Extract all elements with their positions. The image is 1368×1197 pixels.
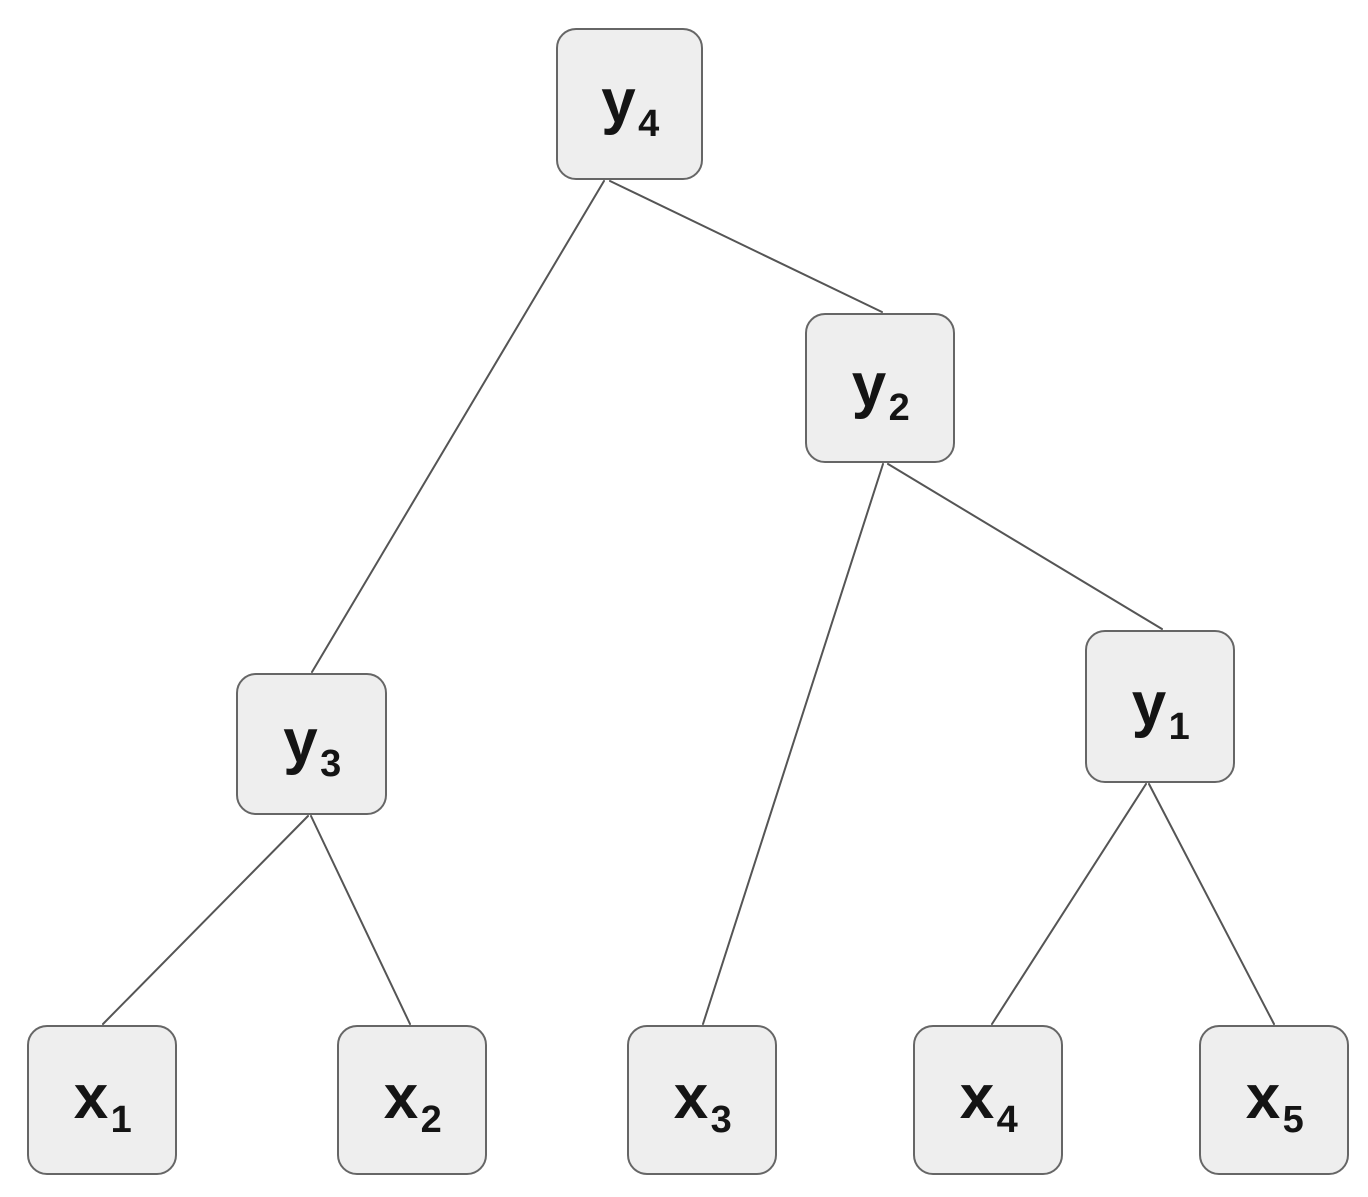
node-label-subscript-y2: 2 <box>888 387 911 429</box>
node-label-x1: x1 <box>74 1067 132 1140</box>
edge-y3-x2 <box>310 815 411 1025</box>
node-label-base-x2: x <box>383 1063 419 1132</box>
node-label-y1: y1 <box>1132 673 1190 746</box>
tree-node-y1[interactable]: y1 <box>1085 630 1235 783</box>
tree-node-x2[interactable]: x2 <box>337 1025 487 1175</box>
tree-node-y4[interactable]: y4 <box>556 28 703 180</box>
node-label-subscript-y3: 3 <box>320 743 342 785</box>
edge-y2-x3 <box>702 463 884 1025</box>
node-label-base-y4: y <box>601 67 637 136</box>
node-label-subscript-x1: 1 <box>110 1099 133 1141</box>
tree-node-x1[interactable]: x1 <box>27 1025 177 1175</box>
node-label-base-x3: x <box>673 1063 709 1132</box>
node-label-x3: x3 <box>674 1067 732 1140</box>
node-label-x2: x2 <box>384 1067 442 1140</box>
tree-node-x5[interactable]: x5 <box>1199 1025 1349 1175</box>
node-label-subscript-y1: 1 <box>1168 705 1191 748</box>
node-label-y4: y4 <box>601 71 659 144</box>
node-label-base-y3: y <box>283 707 319 776</box>
node-label-subscript-x2: 2 <box>420 1099 443 1141</box>
node-label-subscript-x5: 5 <box>1282 1099 1305 1141</box>
edge-y3-x1 <box>102 815 309 1025</box>
edge-y1-x5 <box>1148 783 1275 1025</box>
node-label-base-x4: x <box>959 1063 995 1132</box>
edge-y1-x4 <box>991 783 1147 1025</box>
node-label-subscript-x3: 3 <box>710 1099 733 1141</box>
edges-group <box>102 180 1275 1025</box>
tree-node-y3[interactable]: y3 <box>236 673 387 815</box>
node-label-base-x5: x <box>1245 1063 1281 1132</box>
node-label-y3: y3 <box>283 711 341 784</box>
node-label-base-y2: y <box>851 351 887 420</box>
edge-y4-y2 <box>609 180 883 313</box>
edge-y4-y3 <box>311 180 605 673</box>
tree-node-x4[interactable]: x4 <box>913 1025 1063 1175</box>
tree-node-y2[interactable]: y2 <box>805 313 955 463</box>
node-label-base-y1: y <box>1131 669 1167 739</box>
node-label-subscript-y4: 4 <box>638 103 660 145</box>
node-label-x4: x4 <box>960 1067 1018 1140</box>
node-label-base-x1: x <box>73 1063 109 1132</box>
node-label-subscript-x4: 4 <box>996 1099 1019 1141</box>
tree-node-x3[interactable]: x3 <box>627 1025 777 1175</box>
node-label-x5: x5 <box>1246 1067 1304 1140</box>
node-label-y2: y2 <box>852 355 910 428</box>
edge-y2-y1 <box>887 463 1163 630</box>
